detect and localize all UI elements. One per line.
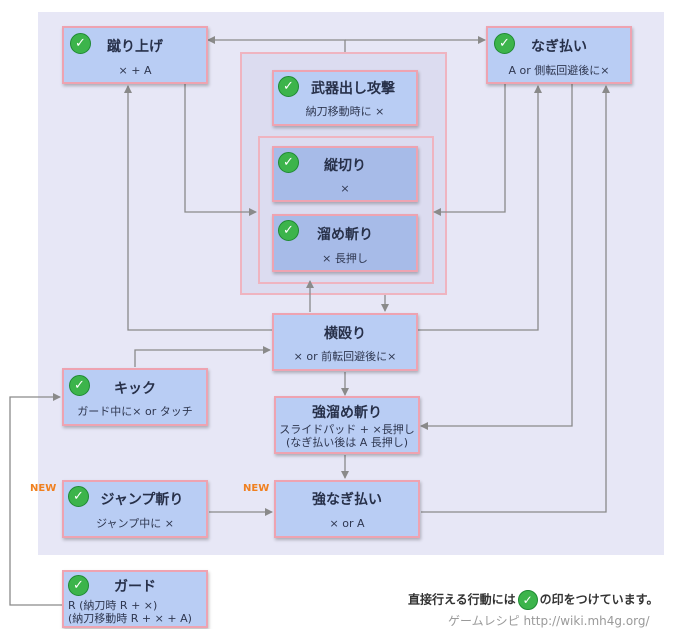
node-sub: 納刀移動時に × xyxy=(305,105,385,118)
check-icon: ✓ xyxy=(69,375,90,396)
node-title: なぎ払い xyxy=(531,39,587,55)
node-sub: ジャンプ中に × xyxy=(96,517,174,530)
check-icon: ✓ xyxy=(68,575,89,596)
node-tategiri: ✓ 縦切り × xyxy=(272,146,418,202)
node-title: 縦切り xyxy=(324,158,366,174)
node-sub: × + A xyxy=(118,64,152,77)
node-sub: × or A xyxy=(329,517,365,530)
node-title: ジャンプ斬り xyxy=(100,492,184,508)
node-kyotame: 強溜め斬り スライドパッド + ×長押し (なぎ払い後は A 長押し) xyxy=(274,396,420,454)
node-sub: × xyxy=(340,182,350,195)
node-title: 強なぎ払い xyxy=(312,492,382,508)
edge-keriage-nagi xyxy=(207,36,346,52)
node-sub: ガード中に× or タッチ xyxy=(77,405,193,418)
new-tag: NEW xyxy=(30,483,57,494)
check-icon: ✓ xyxy=(494,33,515,54)
legend-after: の印をつけています。 xyxy=(539,592,659,607)
node-guard: ✓ ガード R (納刀時 R + ×) (納刀移動時 R + × + A) xyxy=(62,570,208,628)
node-title: 武器出し攻撃 xyxy=(311,81,395,97)
edge-yokonagu-keriage xyxy=(124,85,272,331)
node-sub-2: (なぎ払い後は A 長押し) xyxy=(285,436,409,449)
node-jump: ✓ ジャンプ斬り ジャンプ中に × xyxy=(62,480,208,538)
node-kick: ✓ キック ガード中に× or タッチ xyxy=(62,368,208,426)
node-sub-2: (納刀移動時 R + × + A) xyxy=(68,612,192,625)
node-title: ガード xyxy=(114,579,156,595)
check-icon: ✓ xyxy=(278,152,299,173)
node-sub: R (納刀時 R + ×) xyxy=(68,599,158,612)
node-keriage: ✓ 蹴り上げ × + A xyxy=(62,26,208,84)
node-title: 蹴り上げ xyxy=(107,39,163,55)
node-sub: A or 側転回避後に× xyxy=(508,64,610,77)
node-tame: ✓ 溜め斬り × 長押し xyxy=(272,214,418,272)
node-kyonagi: 強なぎ払い × or A xyxy=(274,480,420,538)
legend-before: 直接行える行動には xyxy=(408,592,516,607)
edge-keriage-group xyxy=(184,84,257,216)
edge-yokonagu-nagi xyxy=(418,85,542,331)
node-nagi: ✓ なぎ払い A or 側転回避後に× xyxy=(486,26,632,84)
new-tag: NEW xyxy=(243,483,270,494)
node-sub: スライドパッド + ×長押し xyxy=(279,423,415,436)
edge-nagi-group xyxy=(433,84,506,216)
edge-guard-kick xyxy=(9,393,62,606)
legend-note: 直接行える行動には✓の印をつけています。 xyxy=(408,590,658,610)
node-yokonagu: 横殴り × or 前転回避後に× xyxy=(272,313,418,371)
edge-kyonagi-nagi xyxy=(421,85,610,513)
node-title: 強溜め斬り xyxy=(312,405,382,421)
node-title: 横殴り xyxy=(324,326,366,342)
edge-nagi-kyotame xyxy=(420,84,573,430)
node-title: 溜め斬り xyxy=(317,227,373,243)
credit-text: ゲームレシピ http://wiki.mh4g.org/ xyxy=(448,614,650,628)
node-sub: × or 前転回避後に× xyxy=(293,350,397,363)
check-icon: ✓ xyxy=(517,590,538,610)
check-icon: ✓ xyxy=(278,220,299,241)
node-sub: × 長押し xyxy=(322,252,368,265)
check-icon: ✓ xyxy=(70,33,91,54)
node-title: キック xyxy=(114,381,156,397)
check-icon: ✓ xyxy=(68,486,89,507)
node-buki: ✓ 武器出し攻撃 納刀移動時に × xyxy=(272,70,418,126)
edge-kick-yokonagu xyxy=(134,346,271,367)
check-icon: ✓ xyxy=(278,76,299,97)
